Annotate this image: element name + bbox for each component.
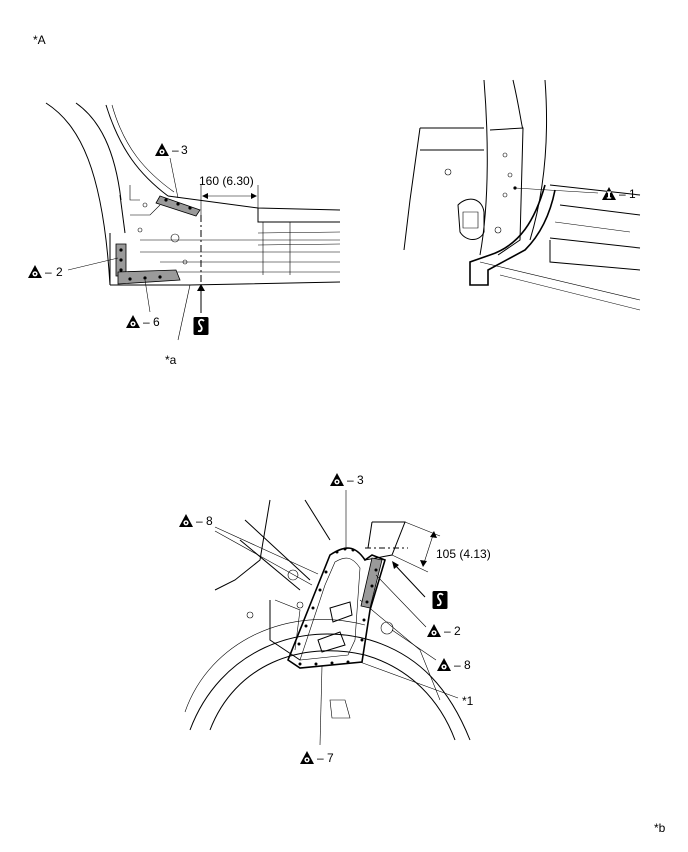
cut-point-label: *a [165,353,177,367]
weld-symbol-icon [28,265,42,278]
callout-b7-dash: – [317,751,324,765]
weld-symbol-icon [330,473,344,486]
weld-symbol-icon [300,751,314,764]
callout-6-number: 6 [153,315,160,329]
view-label-b: *b [654,821,666,835]
weld-symbol-icon [427,624,441,637]
s-cut-symbol-icon [192,316,210,336]
weld-symbol-icon [126,315,140,328]
callout-b8r-dash: – [454,658,461,672]
callout-3-number: 3 [181,143,188,157]
bottom-view: 105 (4.13) – 3 – 8 – 2 – 8 *1 – 7 [179,473,491,765]
view-label-a: *A [33,33,46,47]
callout-b2-dash: – [444,624,451,638]
dimension-105: 105 (4.13) [436,547,491,561]
callout-1-number: 1 [629,187,636,201]
callout-b8r-number: 8 [464,658,471,672]
callout-b8l-number: 8 [206,514,213,528]
callout-3-text: – [172,143,179,157]
dimension-160: 160 (6.30) [199,174,254,188]
weld-symbol-icon [179,514,193,527]
triangle-i-icon [602,187,616,200]
callout-b8l-dash: – [196,514,203,528]
callout-1-dash: – [619,187,626,201]
callout-b7-number: 7 [327,751,334,765]
callout-b2-number: 2 [454,624,461,638]
s-cut-symbol-icon [431,590,449,610]
callout-2-number: 2 [56,265,63,279]
top-left-view: 160 (6.30) *a – 3 – 2 – 6 [28,102,341,367]
callout-6-dash: – [143,315,150,329]
weld-symbol-icon [437,658,451,671]
top-right-view: – 1 [403,79,641,311]
callout-b3-number: 3 [357,473,364,487]
weld-symbol-icon [155,143,169,156]
part-label-1: *1 [462,694,474,708]
callout-b3-dash: – [347,473,354,487]
callout-2-dash: – [45,265,52,279]
